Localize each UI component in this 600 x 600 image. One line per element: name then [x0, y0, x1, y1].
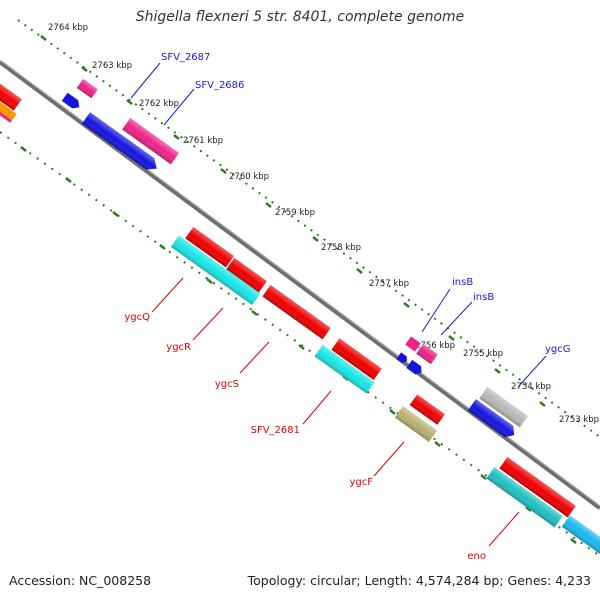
gene-label: SFV_2686 [195, 80, 244, 91]
kbp-ticks [40, 35, 546, 407]
gene-label: ygcQ [124, 312, 150, 323]
kbp-label: 2754 kbp [511, 382, 551, 392]
feature-insB-blue-arrow[interactable] [396, 352, 409, 364]
outer-dotted-track [17, 19, 600, 438]
inner-ticks [20, 146, 577, 544]
reverse-leaders [151, 277, 520, 547]
kbp-label: 2757 kbp [369, 279, 409, 289]
gene-label: ygcG [545, 344, 571, 355]
gene-label: SFV_2681 [251, 425, 300, 436]
reverse-features [170, 226, 600, 560]
accession-text: Accession: NC_008258 [9, 573, 152, 588]
feature-insB-blue-arrow-2[interactable] [406, 359, 424, 377]
kbp-label: 2761 kbp [183, 136, 223, 146]
kbp-label: 2758 kbp [321, 243, 361, 253]
gene-label: eno [467, 551, 486, 562]
kbp-label: 2762 kbp [139, 99, 179, 109]
kbp-label: 2760 kbp [229, 172, 269, 182]
kbp-label: 2753 kbp [559, 415, 599, 425]
feature-pink-edge[interactable] [0, 101, 13, 123]
forward-leaders [130, 62, 547, 388]
feature-orange-edge[interactable] [0, 95, 17, 121]
map-title: Shigella flexneri 5 str. 8401, complete … [135, 9, 465, 25]
kbp-label: 2759 kbp [275, 208, 315, 218]
gene-label: ygcS [215, 379, 239, 390]
kbp-label: 2764 kbp [48, 23, 88, 33]
gene-label: SFV_2687 [161, 52, 210, 63]
kbp-label: 2756 kbp [415, 341, 455, 351]
feature-insB-pink[interactable] [405, 336, 421, 352]
gene-label: insB [452, 277, 473, 288]
gene-label: ygcR [166, 342, 191, 353]
gene-label: ygcF [349, 477, 373, 488]
forward-features [0, 74, 528, 438]
kbp-label: 2755 kbp [463, 349, 503, 359]
feature-blue-small-arrow[interactable] [61, 92, 82, 112]
genome-summary-text: Topology: circular; Length: 4,574,284 bp… [247, 573, 591, 588]
kbp-label: 2763 kbp [92, 61, 132, 71]
gene-label: insB [473, 292, 494, 303]
